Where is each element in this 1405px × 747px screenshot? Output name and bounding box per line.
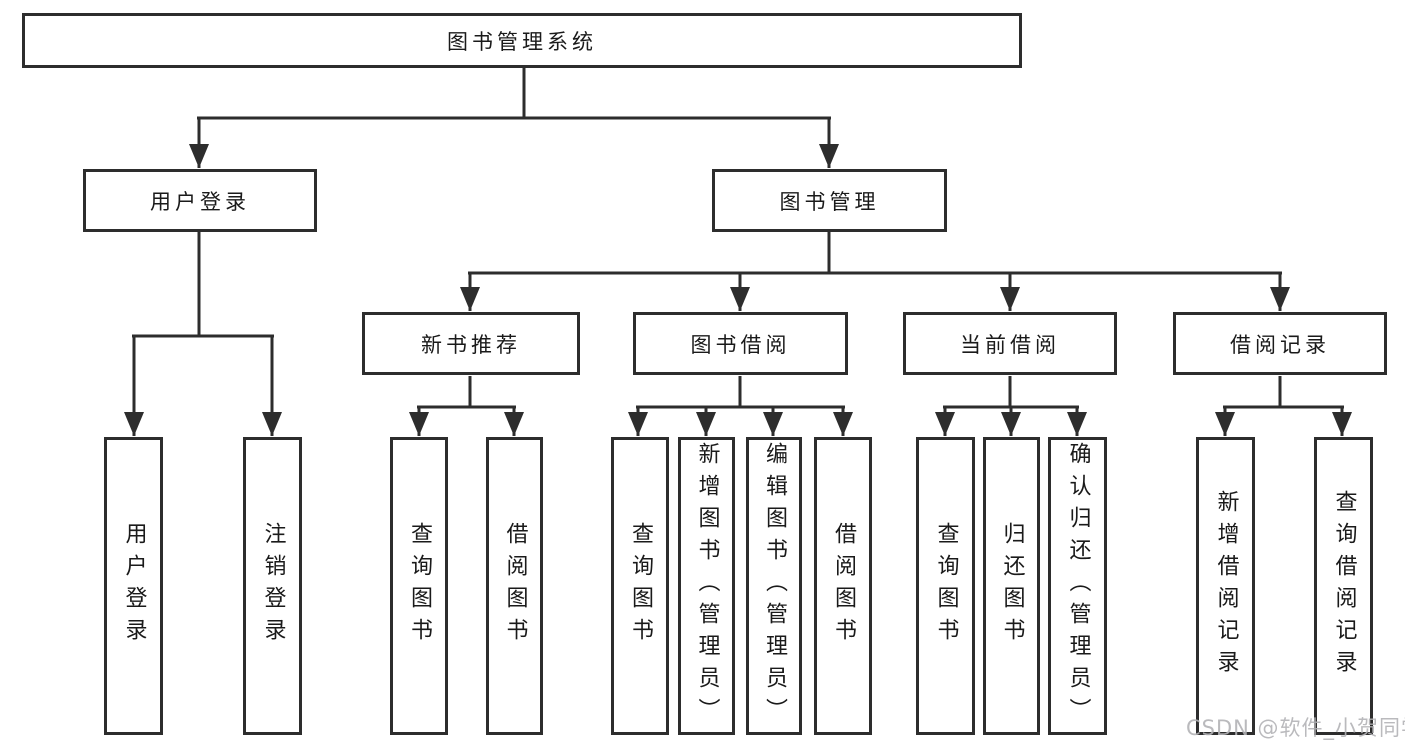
leaf-logout: 注销登录 xyxy=(243,437,302,735)
node-borrowing-records: 借阅记录 xyxy=(1173,312,1387,375)
leaf-current-return-books: 归还图书 xyxy=(983,437,1040,735)
leaf-newbook-query-books: 查询图书 xyxy=(390,437,448,735)
node-current-borrowing: 当前借阅 xyxy=(903,312,1117,375)
leaf-records-query-borrow-record: 查询借阅记录 xyxy=(1314,437,1373,735)
leaf-user-login: 用户登录 xyxy=(104,437,163,735)
node-new-book-recommendation: 新书推荐 xyxy=(362,312,580,375)
leaf-borrowing-edit-books-admin: 编辑图书（管理员） xyxy=(746,437,802,735)
node-book-borrowing: 图书借阅 xyxy=(633,312,848,375)
leaf-borrowing-borrow-books: 借阅图书 xyxy=(814,437,872,735)
node-book-management: 图书管理 xyxy=(712,169,947,232)
leaf-current-query-books: 查询图书 xyxy=(916,437,975,735)
leaf-current-confirm-return-admin: 确认归还（管理员） xyxy=(1048,437,1107,735)
connector-trunk-lines xyxy=(132,68,1344,409)
leaf-borrowing-query-books: 查询图书 xyxy=(611,437,669,735)
leaf-borrowing-add-books-admin: 新增图书（管理员） xyxy=(678,437,735,735)
leaf-newbook-borrow-books: 借阅图书 xyxy=(486,437,543,735)
connector-arrow-lines xyxy=(124,118,1352,436)
leaf-records-add-borrow-record: 新增借阅记录 xyxy=(1196,437,1255,735)
node-user-login: 用户登录 xyxy=(83,169,317,232)
node-library-management-system: 图书管理系统 xyxy=(22,13,1022,68)
